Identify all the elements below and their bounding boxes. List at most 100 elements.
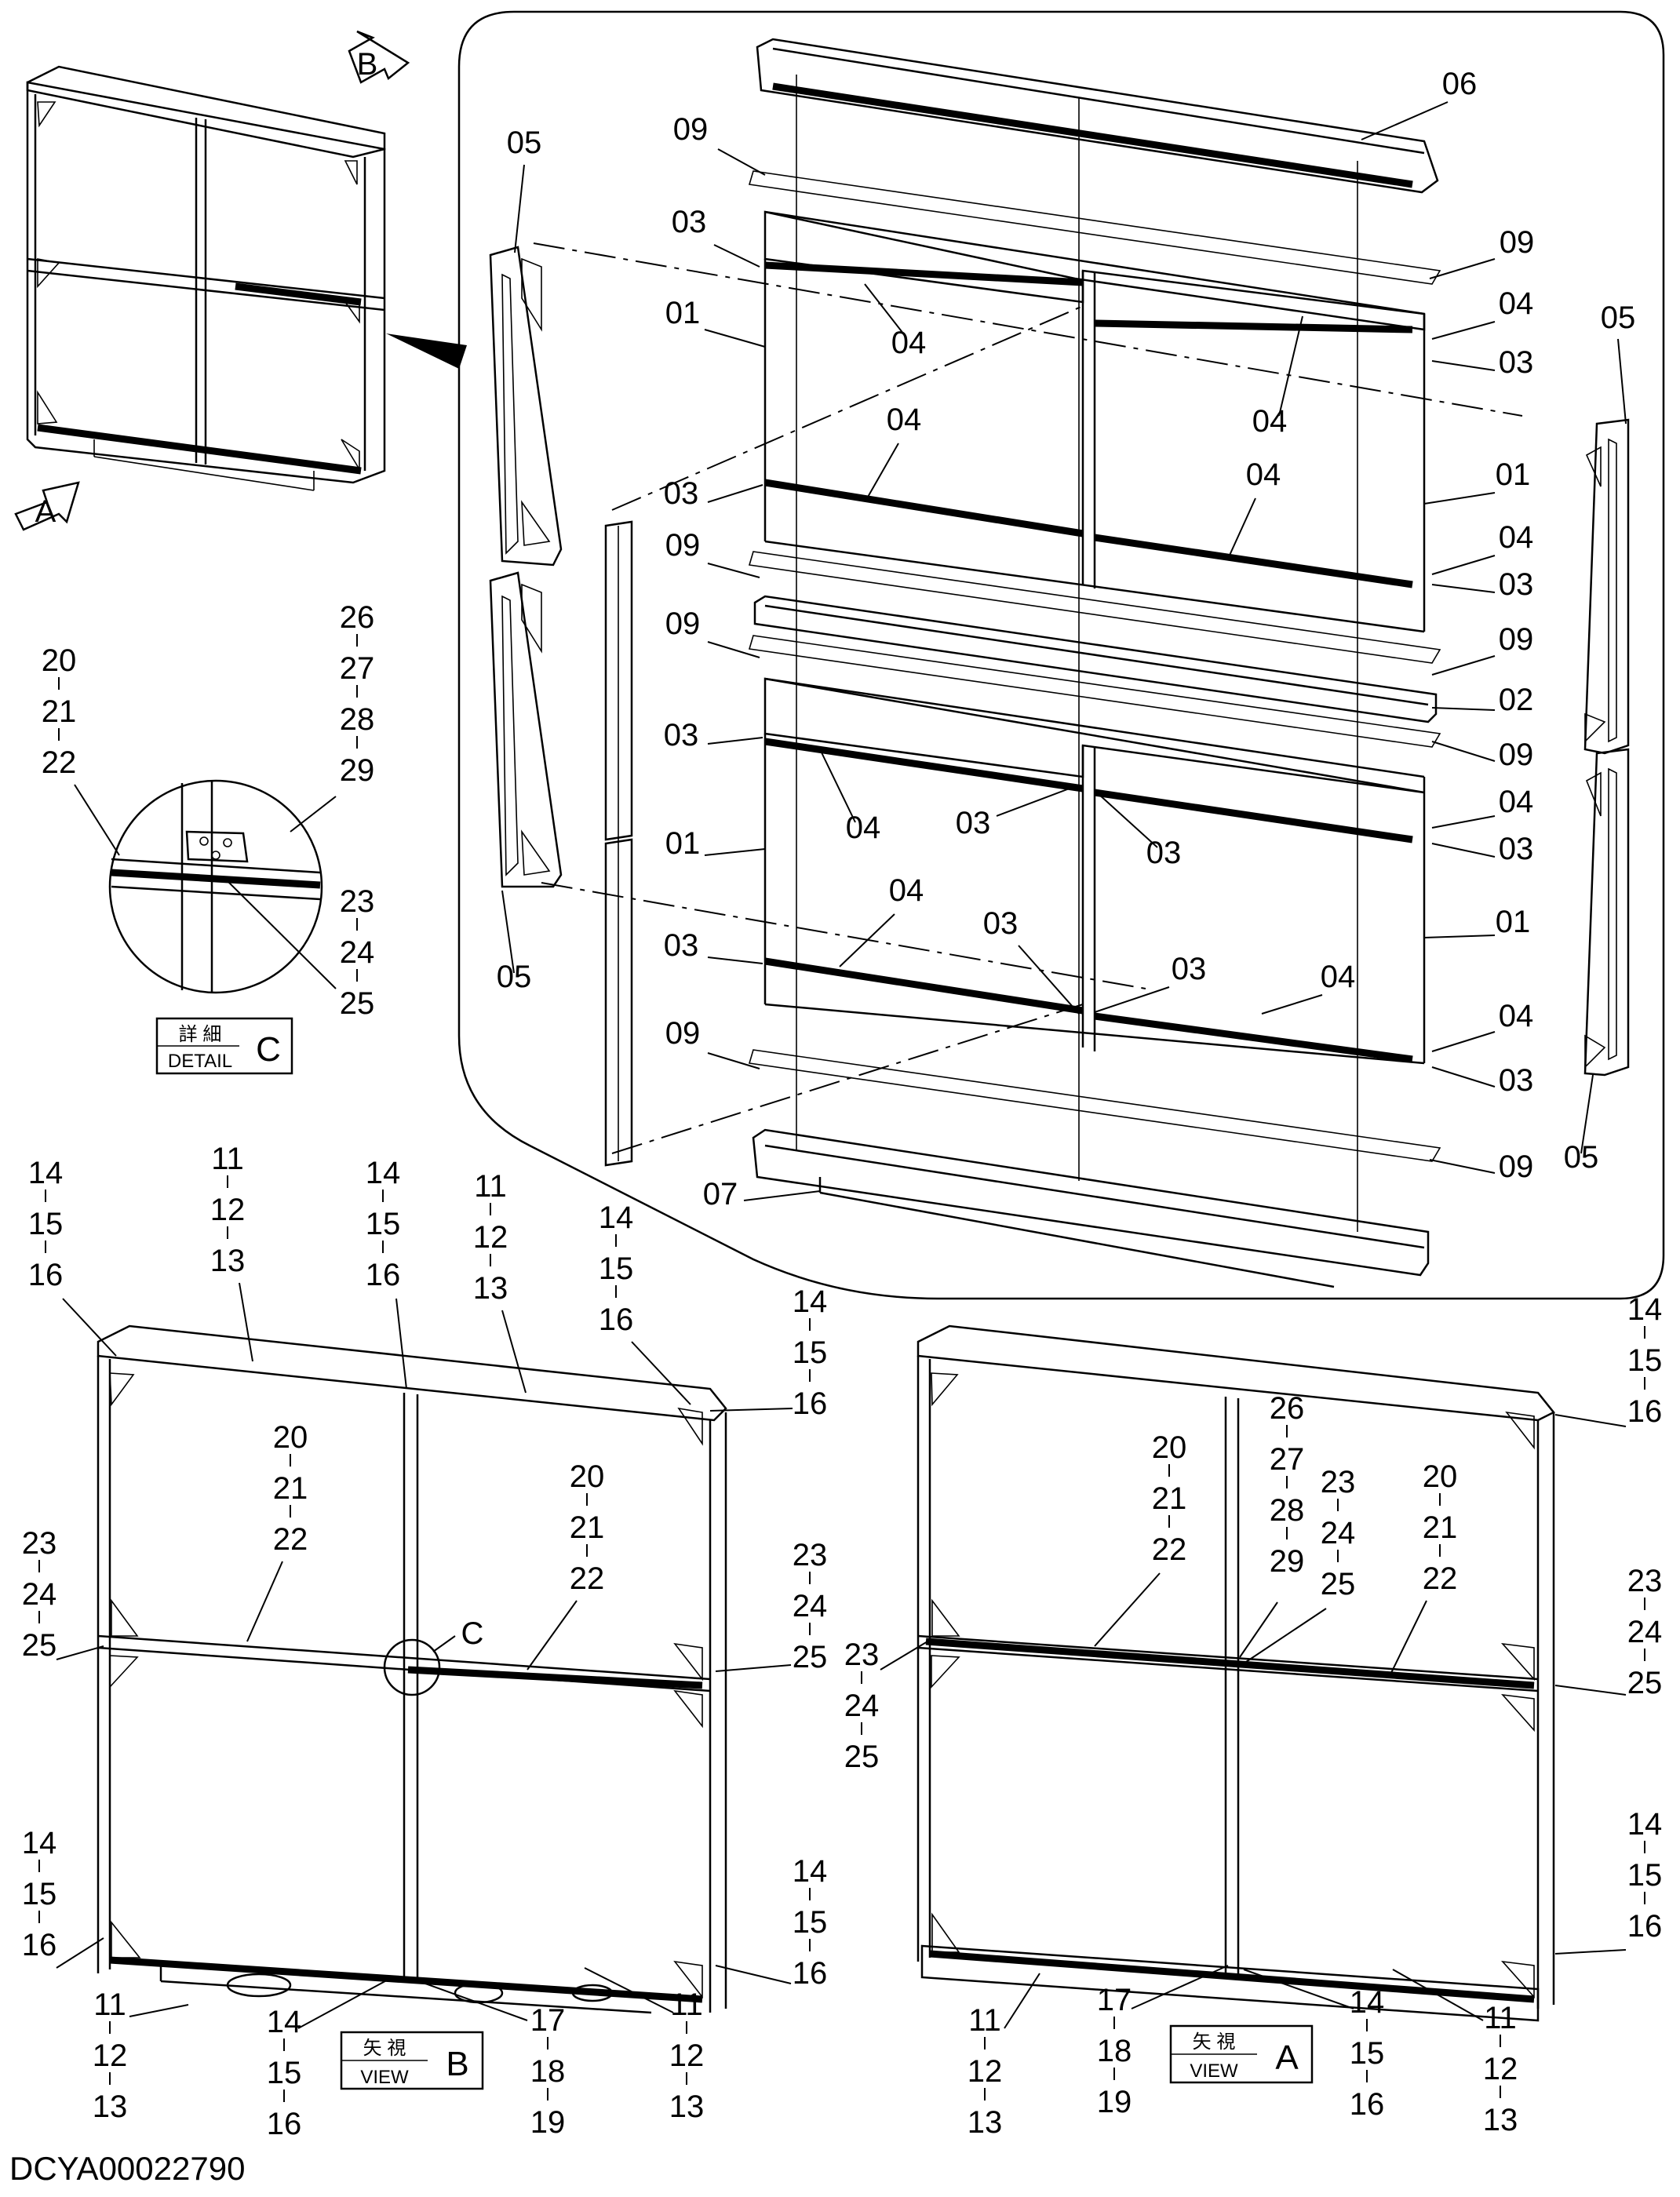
leader-line <box>407 1977 528 2021</box>
part-number-label: 12 <box>93 2039 128 2073</box>
leader-line <box>864 283 907 338</box>
part-number-label: 12 <box>210 1193 246 1227</box>
leader-line <box>56 1937 104 1969</box>
leader-line <box>297 1977 393 2029</box>
leader-line <box>1580 1074 1594 1154</box>
part-number-label: 03 <box>1499 1063 1534 1098</box>
part-number-label: 20 <box>1423 1459 1458 1494</box>
part-number-label: 13 <box>968 2105 1003 2140</box>
leader-line <box>743 1190 821 1201</box>
leader-line <box>707 484 763 503</box>
view-a-caption: 矢 視 VIEW A <box>1169 2024 1314 2084</box>
leader-line <box>1431 843 1496 858</box>
leader-line <box>501 1310 527 1394</box>
part-number-label: 18 <box>1097 2034 1132 2068</box>
part-number-label: 15 <box>267 2056 302 2090</box>
leader-line <box>290 796 337 833</box>
part-number-label: 03 <box>1146 836 1182 870</box>
part-number-label: 03 <box>1499 345 1534 380</box>
overview-frame <box>26 65 386 491</box>
leader-line <box>223 876 337 989</box>
part-number-label: 05 <box>507 126 542 160</box>
leader-line <box>713 244 760 268</box>
part-number-label: 20 <box>1152 1430 1187 1465</box>
leader-line <box>1098 793 1158 848</box>
part-number-label: 09 <box>1499 738 1534 772</box>
part-number-label: 01 <box>1496 905 1531 939</box>
part-number-label: 04 <box>1499 520 1534 555</box>
detail-c-caption-jp: 詳 細 <box>179 1024 222 1045</box>
view-arrow-a-label: A <box>35 494 56 529</box>
part-number-label: 03 <box>1499 832 1534 866</box>
leader-line <box>715 1965 792 1984</box>
leader-line <box>74 784 120 856</box>
part-number-label: 09 <box>665 528 701 563</box>
part-number-label: 15 <box>1627 1343 1663 1378</box>
leader-line <box>707 737 763 745</box>
part-number-label: 14 <box>793 1284 828 1319</box>
leader-line <box>709 1408 793 1412</box>
leader-line <box>1431 321 1496 340</box>
leader-line <box>1431 655 1496 676</box>
part-number-label: 22 <box>273 1522 308 1557</box>
leader-line <box>866 443 899 499</box>
exploded-assembly <box>489 38 1630 1288</box>
leader-line <box>1227 497 1256 559</box>
part-number-label: 29 <box>340 753 375 788</box>
detail-c-view <box>108 779 323 994</box>
part-number-label: 28 <box>340 702 375 737</box>
part-number-label: 25 <box>1321 1567 1356 1601</box>
part-number-label: 16 <box>793 1386 828 1421</box>
part-number-label: 17 <box>530 2003 566 2038</box>
part-number-label: 24 <box>844 1689 880 1723</box>
part-number-label: 16 <box>28 1258 64 1292</box>
part-number-label: 22 <box>42 745 77 780</box>
part-number-label: 04 <box>1246 457 1281 492</box>
part-number-label: 14 <box>22 1826 57 1860</box>
part-number-label: 12 <box>473 1220 508 1255</box>
part-number-label: 14 <box>366 1156 401 1190</box>
part-number-label: 04 <box>1499 785 1534 819</box>
view-b-caption: 矢 視 VIEW B <box>340 2031 484 2090</box>
part-number-label: 21 <box>1423 1510 1458 1545</box>
part-number-label: 21 <box>570 1510 605 1545</box>
part-number-label: 11 <box>93 1988 126 2022</box>
leader-line <box>56 1645 104 1660</box>
part-number-label: 28 <box>1270 1493 1305 1528</box>
part-number-label: 09 <box>673 112 709 147</box>
part-number-label: 27 <box>340 651 375 686</box>
leader-line <box>1261 994 1323 1015</box>
part-number-label: 03 <box>1172 952 1207 986</box>
part-number-label: 16 <box>1627 1909 1663 1944</box>
part-number-label: 23 <box>1627 1564 1663 1598</box>
part-number-label: 04 <box>1321 960 1356 994</box>
view-b-caption-letter: B <box>446 2045 468 2083</box>
part-number-label: 03 <box>956 806 991 840</box>
part-number-label: 07 <box>703 1177 738 1211</box>
part-number-label: 22 <box>1152 1532 1187 1567</box>
part-number-label: 20 <box>570 1459 605 1494</box>
part-number-label: 14 <box>1627 1292 1663 1327</box>
drawing-number: DCYA00022790 <box>9 2150 245 2187</box>
leader-line <box>704 848 766 856</box>
part-number-label: 09 <box>1500 225 1535 260</box>
part-number-label: 05 <box>1564 1140 1599 1175</box>
leader-line <box>1018 945 1080 1015</box>
part-number-label: 16 <box>22 1928 57 1962</box>
view-arrow-a: A <box>14 481 80 531</box>
leader-line <box>839 913 895 967</box>
part-number-label: 15 <box>793 1905 828 1940</box>
leader-line <box>1431 1031 1496 1052</box>
part-number-label: 14 <box>1627 1807 1663 1842</box>
part-number-label: 09 <box>665 1016 701 1051</box>
part-number-label: 16 <box>599 1303 634 1337</box>
part-number-label: 15 <box>793 1335 828 1370</box>
leader-line <box>1431 1066 1496 1088</box>
leader-line <box>717 148 766 176</box>
part-number-label: 12 <box>669 2039 705 2073</box>
leader-line <box>1617 338 1627 424</box>
leader-line <box>707 563 760 578</box>
part-number-label: 06 <box>1442 67 1478 101</box>
part-number-label: 03 <box>664 928 699 963</box>
part-number-label: 19 <box>1097 2085 1132 2119</box>
